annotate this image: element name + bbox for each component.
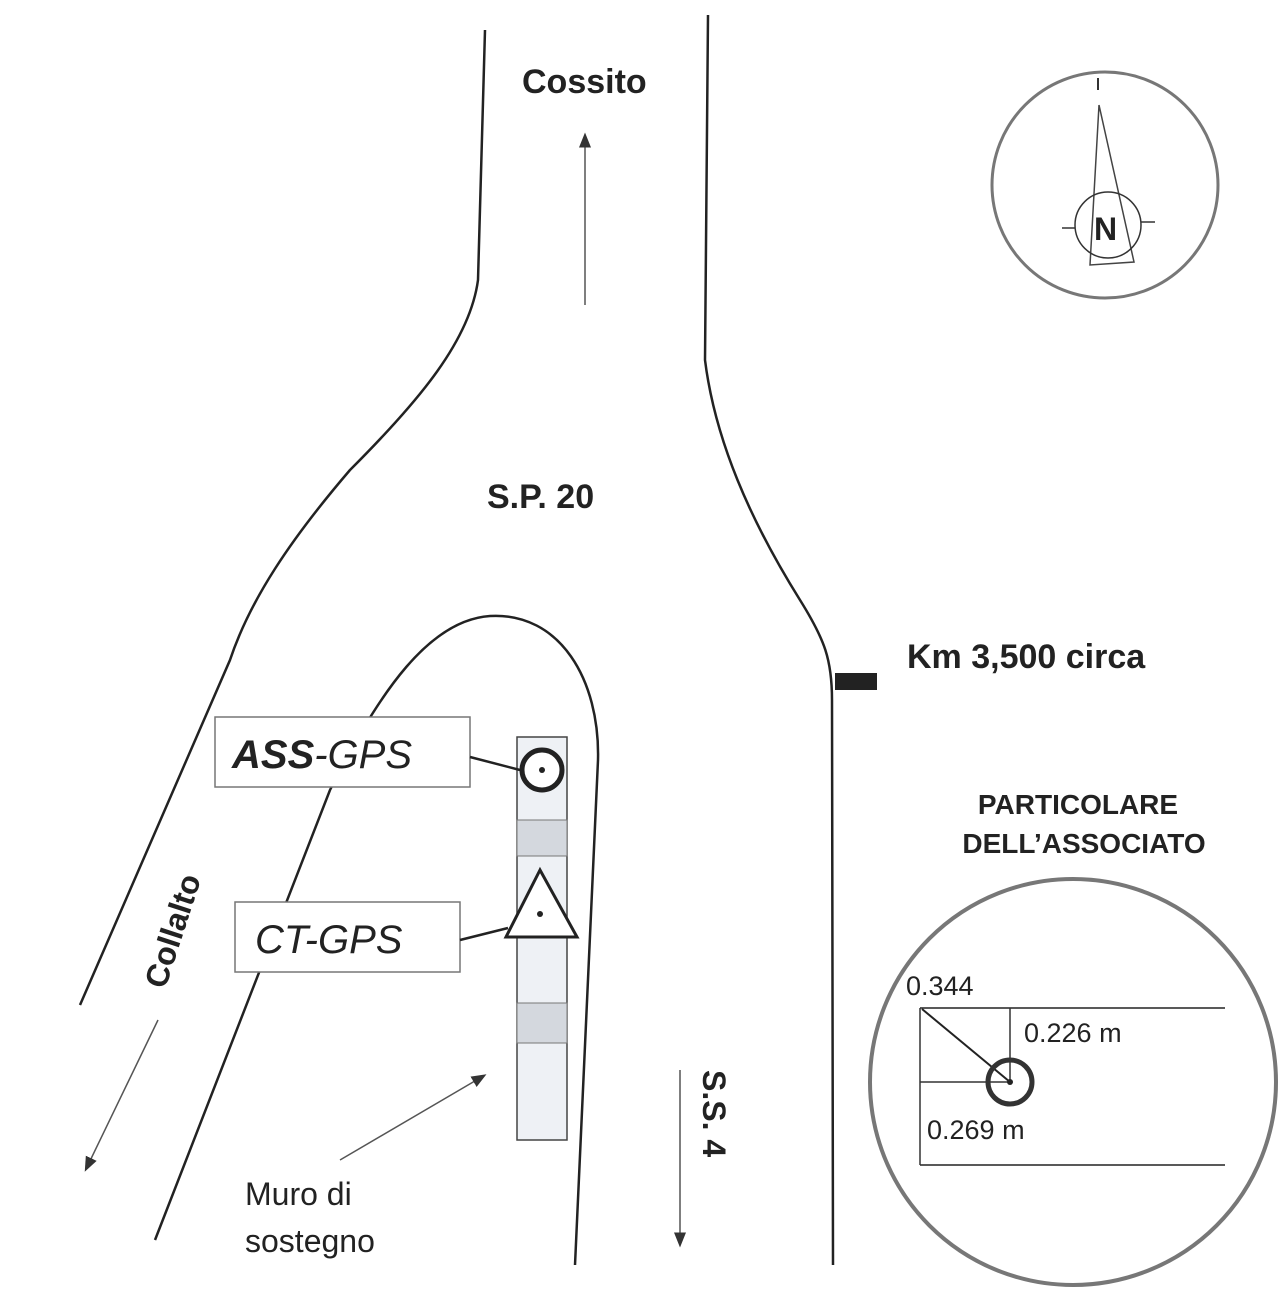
arrow-collalto bbox=[84, 1019, 159, 1172]
ass-gps-point-icon bbox=[519, 747, 565, 793]
label-cossito: Cossito bbox=[522, 63, 647, 101]
label-km: Km 3,500 circa bbox=[907, 638, 1146, 676]
detail-associate-circle bbox=[868, 877, 1278, 1287]
label-wall-1: Muro di bbox=[245, 1176, 352, 1212]
ct-gps-label: CT-GPS bbox=[255, 918, 403, 962]
label-sp20: S.P. 20 bbox=[487, 478, 594, 516]
detail-title-1: PARTICOLARE bbox=[978, 789, 1178, 820]
ct-gps-box bbox=[234, 901, 461, 973]
label-ss4: S.S. 4 bbox=[696, 1070, 732, 1157]
ct-gps-leader bbox=[459, 926, 509, 942]
compass-letter: N bbox=[1094, 211, 1117, 247]
road-edge-right bbox=[703, 14, 835, 1266]
detail-diagonal-value: 0.344 bbox=[906, 971, 974, 1001]
ass-gps-leader bbox=[469, 755, 521, 772]
ass-gps-box bbox=[214, 716, 471, 788]
ass-gps-label: ASS-GPS bbox=[231, 733, 412, 777]
label-collalto: Collalto bbox=[137, 869, 207, 992]
detail-vertical-value: 0.226 m bbox=[1024, 1018, 1122, 1048]
km-marker bbox=[835, 673, 877, 690]
north-arrow-compass-icon: N bbox=[990, 70, 1220, 300]
detail-horizontal-value: 0.269 m bbox=[927, 1115, 1025, 1145]
arrow-wall bbox=[339, 1074, 487, 1161]
ct-gps-triangle-icon bbox=[503, 866, 580, 939]
label-wall-2: sostegno bbox=[245, 1223, 375, 1259]
detail-title-2: DELL’ASSOCIATO bbox=[962, 828, 1205, 859]
road-edge-left-outer bbox=[78, 29, 487, 1006]
